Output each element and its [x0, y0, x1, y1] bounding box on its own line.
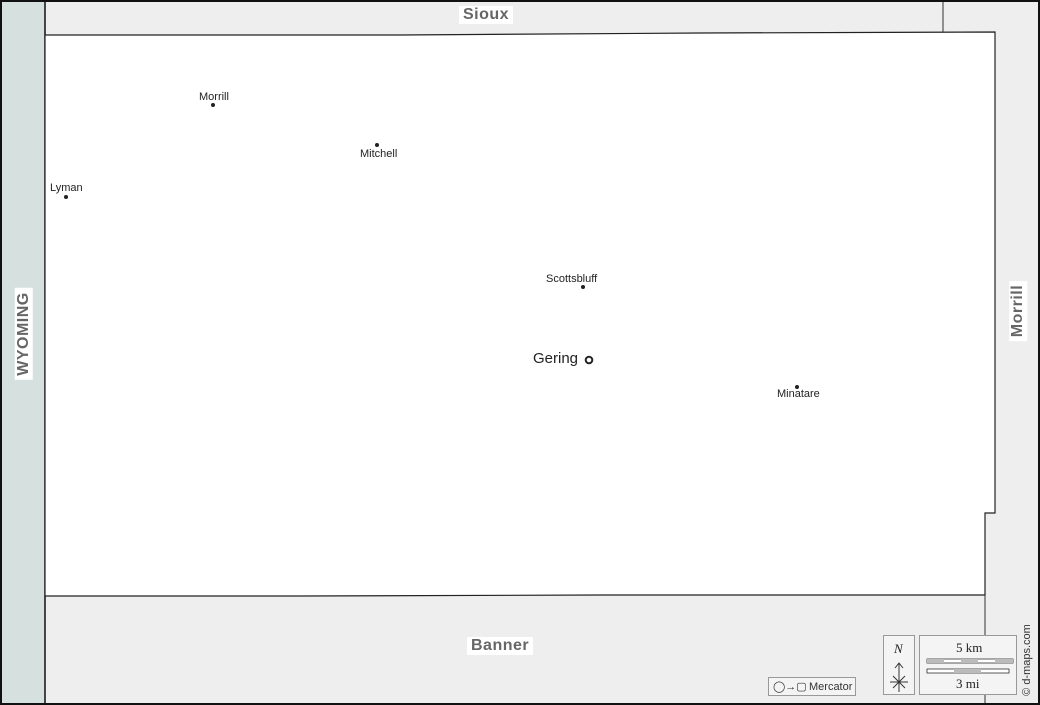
projection-box: ◯→▢ Mercator: [768, 677, 856, 696]
place-label-lyman: Lyman: [50, 182, 83, 194]
north-arrow-box: N: [883, 635, 915, 695]
scale-mi-label: 3 mi: [956, 676, 980, 691]
projection-icon: ◯→▢: [773, 681, 807, 693]
region-label-morrill: Morrill: [1009, 280, 1028, 342]
projection-label: Mercator: [809, 681, 853, 693]
scale-km-label: 5 km: [956, 640, 983, 655]
town-dot-minatare: [795, 385, 799, 389]
town-dot-scottsbluff: [581, 285, 585, 289]
region-label-banner: Banner: [467, 637, 534, 655]
scale-bar-box: 5 km 3 mi: [919, 635, 1017, 695]
north-label: N: [894, 641, 903, 656]
place-label-minatare: Minatare: [777, 388, 820, 400]
place-label-scottsbluff: Scottsbluff: [546, 273, 598, 285]
place-label-morrill: Morrill: [199, 91, 229, 103]
north-arrow-icon: [890, 662, 908, 692]
county-scotts-bluff: [44, 31, 996, 597]
credit-label: © d-maps.com: [1021, 624, 1033, 696]
town-dot-lyman: [64, 195, 68, 199]
place-label-mitchell: Mitchell: [360, 148, 398, 160]
town-dot-mitchell: [375, 143, 379, 147]
scale-bars: [926, 658, 1014, 674]
place-label-gering: Gering: [533, 350, 579, 367]
region-label-sioux: Sioux: [459, 6, 514, 24]
county-seat-marker-gering: [584, 355, 594, 365]
region-label-wyoming: WYOMING: [14, 288, 33, 380]
town-dot-morrill: [211, 103, 215, 107]
